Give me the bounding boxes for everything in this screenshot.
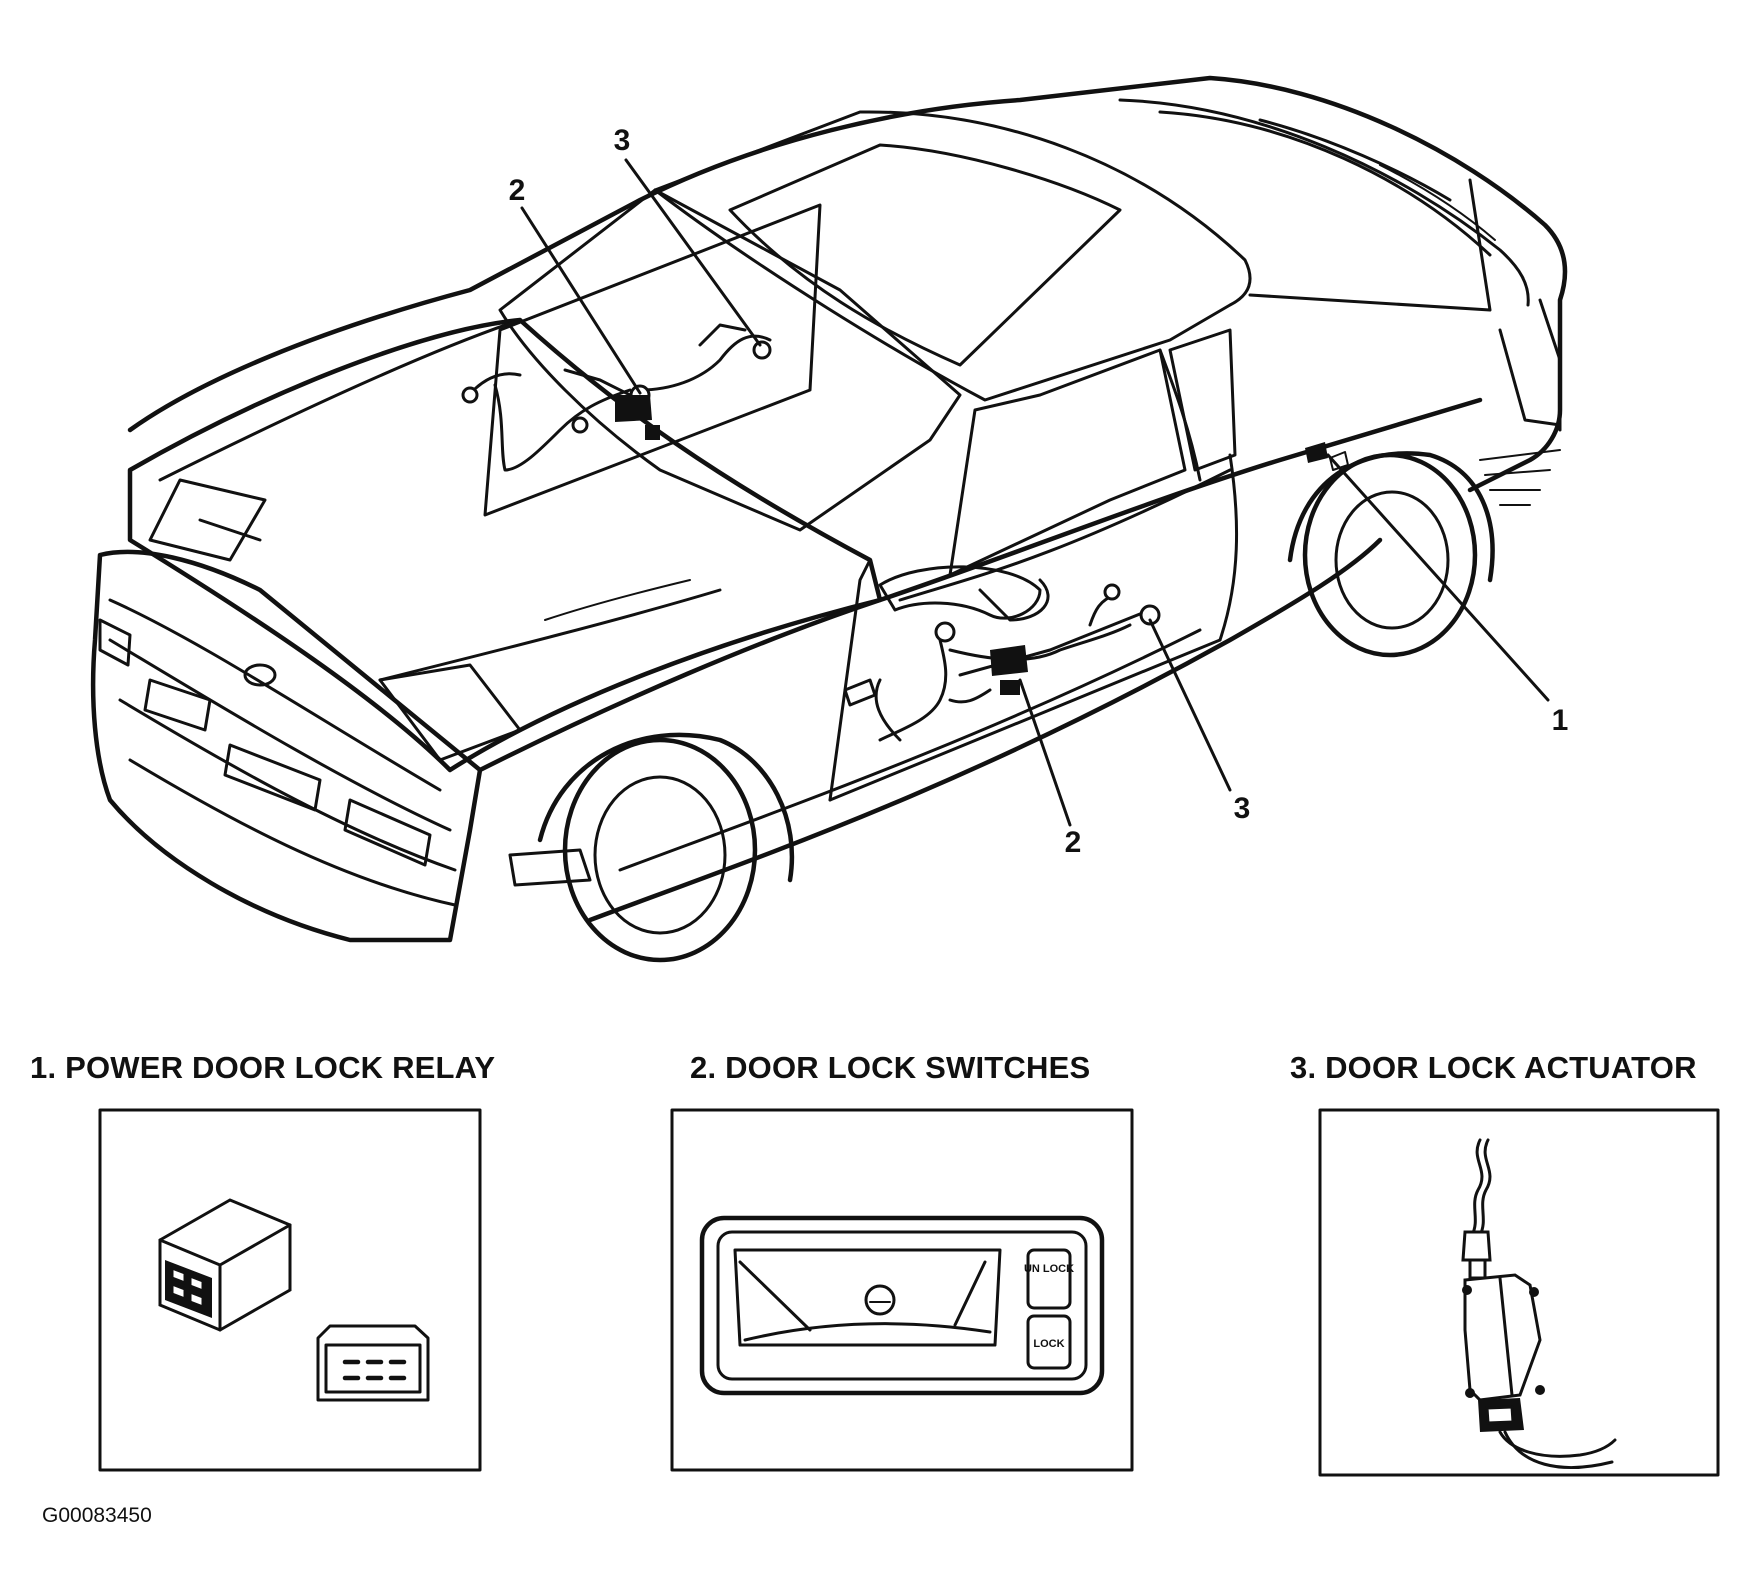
legend-title-switches: 2. DOOR LOCK SWITCHES xyxy=(690,1050,1090,1085)
relay-connector-icon xyxy=(316,1324,430,1402)
lock-button-label: LOCK xyxy=(1033,1338,1064,1350)
relay-panel xyxy=(98,1108,482,1472)
unlock-button-label: UN LOCK xyxy=(1024,1263,1074,1275)
callout-door-switch: 2 xyxy=(1065,826,1082,859)
switches-panel: UN LOCK LOCK xyxy=(670,1108,1134,1472)
legend-title-relay: 1. POWER DOOR LOCK RELAY xyxy=(30,1050,495,1085)
actuator-panel xyxy=(1318,1108,1720,1477)
callout-leaders xyxy=(520,158,1550,827)
figure-id: G00083450 xyxy=(42,1504,152,1527)
car-illustration xyxy=(90,75,1568,963)
switch-bezel-icon xyxy=(699,1215,1105,1396)
callout-door-actuator: 3 xyxy=(1234,792,1251,825)
callout-top-switch: 2 xyxy=(509,174,526,207)
callout-relay: 1 xyxy=(1552,704,1569,737)
relay-icon xyxy=(158,1198,292,1332)
actuator-icon xyxy=(1461,1138,1617,1469)
callout-top-actuator: 3 xyxy=(614,124,631,157)
legend-title-actuator: 3. DOOR LOCK ACTUATOR xyxy=(1290,1050,1697,1085)
